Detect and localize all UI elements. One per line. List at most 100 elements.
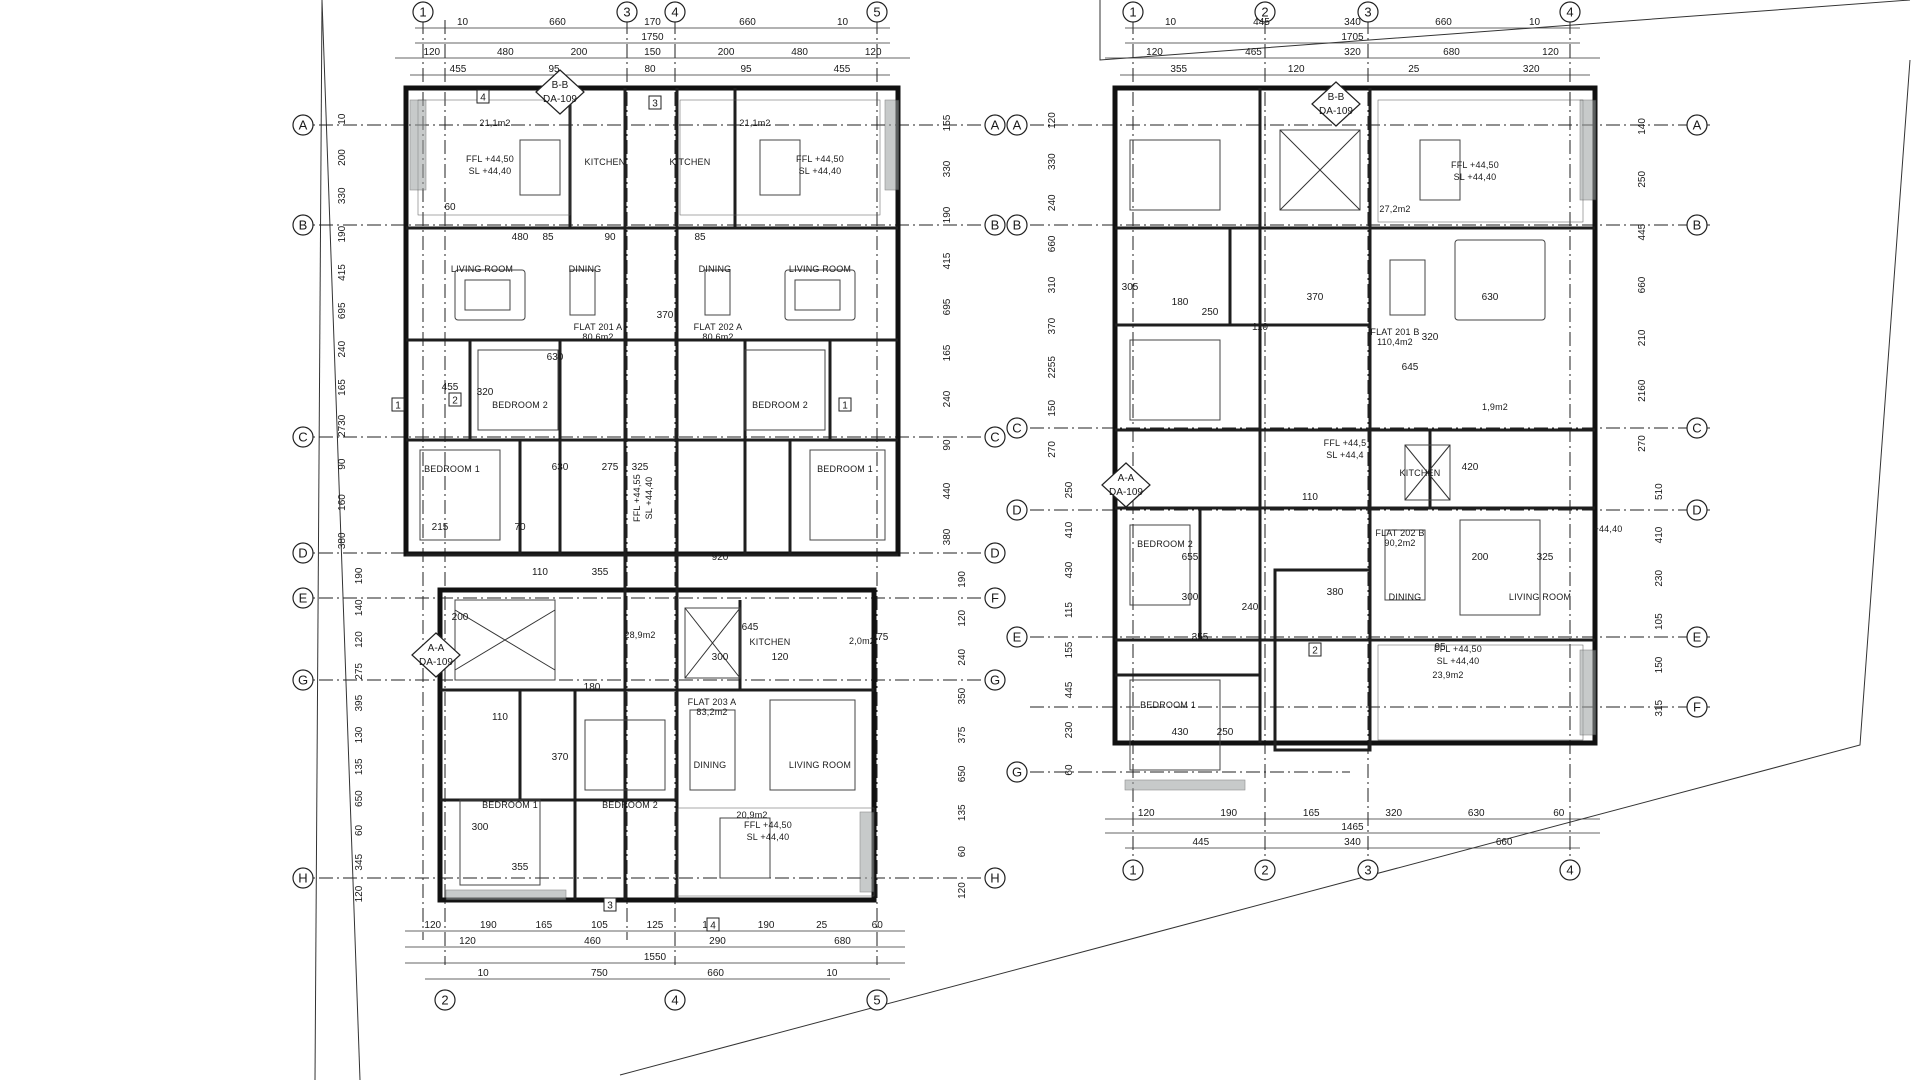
grid-row-C-right-circle <box>984 426 1006 448</box>
side-dim-right-a: 415 <box>942 252 953 269</box>
side-dim-rleft-a: 660 <box>1047 235 1058 252</box>
bottom-dim-left-row1: 125 <box>647 920 664 931</box>
bottom-dim-left-row3: 10 <box>826 968 838 979</box>
inner-dim-right-7: 645 <box>1402 362 1419 373</box>
grid-row-B-right: B <box>991 218 1000 233</box>
side-dim-rleft-a: 270 <box>1047 441 1058 458</box>
area-left-1: 21,1m2 <box>739 118 770 128</box>
side-dim-rright-a: 445 <box>1637 223 1648 240</box>
inner-dim-left-24: 300 <box>472 822 489 833</box>
grid-row-rA-right-circle <box>1686 114 1708 136</box>
inner-dim-right-18: 110 <box>1302 492 1318 503</box>
grid-col-4-bottom-circle <box>664 989 686 1011</box>
grid-row-rD-right: D <box>1692 503 1701 518</box>
grid-row-H-right: H <box>990 871 999 886</box>
side-dim-rleft-a: 150 <box>1047 400 1058 417</box>
inner-dim-left-3: 90 <box>604 232 616 243</box>
side-dim-rleft-b: 410 <box>1064 521 1075 538</box>
room-dining-3: DINING <box>694 760 727 770</box>
side-dim-right-b: 190 <box>957 571 968 588</box>
inner-dim-left-4: 85 <box>694 232 706 243</box>
grid-row-rC-left: C <box>1012 421 1021 436</box>
inner-dim-left-15: 120 <box>772 652 789 663</box>
grid-row-G-right-circle <box>984 669 1006 691</box>
grid-row-rE-left-circle <box>1006 626 1028 648</box>
grid-row-rD-left-circle <box>1006 499 1028 521</box>
side-dim-left-a: 695 <box>337 302 348 319</box>
inner-dim-left-7: 630 <box>547 352 564 363</box>
grid-row-H-left: H <box>298 871 307 886</box>
grid-row-rB-left: B <box>1013 218 1022 233</box>
inner-dim-right-19: 95 <box>1434 642 1446 653</box>
side-dim-rright-b: 150 <box>1654 656 1665 673</box>
grid-row-rF-right-circle <box>1686 696 1708 718</box>
side-dim-rleft-a: 240 <box>1047 194 1058 211</box>
bottom-dim-left-row2: 120 <box>459 936 476 947</box>
grid-row-A-left-circle <box>292 114 314 136</box>
grid-row-rE-right-circle <box>1686 626 1708 648</box>
callout-left-3-box <box>648 95 662 110</box>
room-bedroom1-1: BEDROOM 1 <box>424 464 480 474</box>
inner-dim-left-16: 180 <box>584 682 601 693</box>
grid-row-D-left: D <box>298 546 307 561</box>
side-dim-right-a: 165 <box>942 344 953 361</box>
top-dim-right-row2: 120 <box>1542 47 1559 58</box>
room-dining-2: DINING <box>699 264 732 274</box>
inner-dim-right-3: 110 <box>1252 322 1268 333</box>
inner-dim-left: 455 <box>450 64 467 75</box>
grid-col-r1-bottom: 1 <box>1129 863 1136 878</box>
side-dim-left-b: 120 <box>354 885 365 902</box>
grid-col-r3-bottom: 3 <box>1364 863 1371 878</box>
inner-dim-left-17: 200 <box>452 612 469 623</box>
grid-row-G-left: G <box>298 673 308 688</box>
top-dim-right-total: 1705 <box>1341 32 1364 43</box>
section-bb-right-marker <box>1311 81 1361 127</box>
inner-dim-left-25: 355 <box>512 862 529 873</box>
side-dim-right-a: 330 <box>942 160 953 177</box>
inner-dim-left-2: 85 <box>542 232 554 243</box>
bottom-dim-left-row3: 660 <box>707 968 724 979</box>
inner-dim-left-9: 275 <box>602 462 619 473</box>
level-ffl-right-3: FFL +44,50 <box>1434 644 1482 654</box>
bottom-dim-left-row1: 165 <box>536 920 553 931</box>
grid-col-r3-bottom-circle <box>1357 859 1379 881</box>
room-r-dining: DINING <box>1389 592 1422 602</box>
side-dim-rright-a: 140 <box>1637 118 1648 135</box>
callout-left-4b-box <box>706 917 720 932</box>
side-dim-right-b: 135 <box>957 804 968 821</box>
callout-left-3b-box <box>603 897 617 912</box>
grid-row-F-right: F <box>991 591 999 606</box>
section-bb-right-id: B-B <box>1328 92 1345 103</box>
side-dim-left-a: 240 <box>337 340 348 357</box>
callout-left-3: 3 <box>652 99 658 110</box>
inner-dim-right-1: 180 <box>1172 297 1189 308</box>
flat-202b-name: FLAT 202 B <box>1375 528 1424 538</box>
side-dim-rleft-b: 250 <box>1064 481 1075 498</box>
right-floor-plan <box>1030 20 1710 875</box>
grid-col-1-top-circle <box>412 1 434 23</box>
side-dim-right-b: 350 <box>957 687 968 704</box>
grid-row-B-right-circle <box>984 214 1006 236</box>
side-dim-right-a: 190 <box>942 206 953 223</box>
bottom-dim-left-row2: 290 <box>709 936 726 947</box>
inner-dim-left-5: 455 <box>442 382 459 393</box>
grid-row-rB-right-circle <box>1686 214 1708 236</box>
top-dim-right-row2: 465 <box>1245 47 1262 58</box>
side-dim-right-a: 90 <box>942 439 953 451</box>
grid-row-C-left: C <box>298 430 307 445</box>
level-ffl-left-4: FFL +44,50 <box>744 820 792 830</box>
top-dim-right-row1: 10 <box>1165 17 1177 28</box>
side-dim-right-b: 120 <box>957 882 968 899</box>
inner-dim-left-8: 320 <box>477 387 494 398</box>
grid-row-H-left-circle <box>292 867 314 889</box>
grid-row-A-right: A <box>991 118 1000 133</box>
side-dim-rleft-a: 330 <box>1047 153 1058 170</box>
area-left-0: 21,1m2 <box>479 118 510 128</box>
section-bb-left-ref: DA-109 <box>543 94 577 105</box>
bottom-dim-right-row1: 630 <box>1468 808 1485 819</box>
bottom-dim-left-row1: 120 <box>424 920 441 931</box>
room-kitchen-3: KITCHEN <box>750 637 791 647</box>
inner-dim-right-0: 305 <box>1122 282 1139 293</box>
side-dim-left-a: 380 <box>337 532 348 549</box>
